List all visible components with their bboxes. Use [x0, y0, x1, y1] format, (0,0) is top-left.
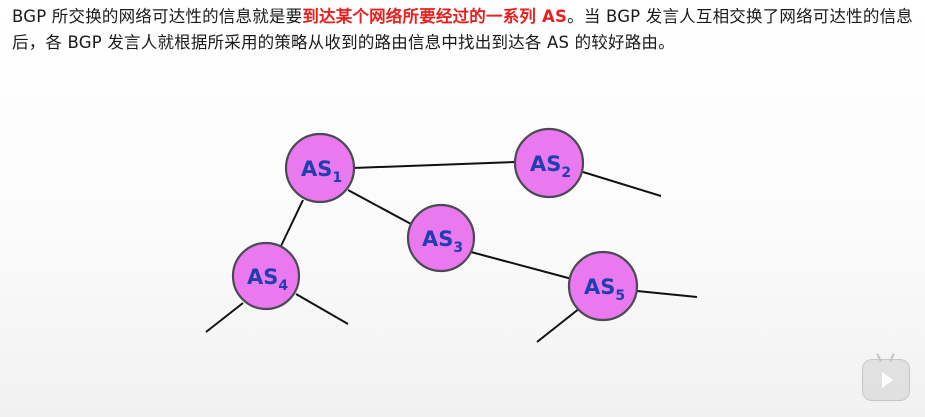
stub-lines	[205, 171, 698, 343]
link-as3-as5	[470, 251, 573, 280]
node-as3: AS3	[406, 203, 476, 273]
stub-as5-left	[536, 307, 581, 343]
stub-as5-right	[636, 290, 698, 298]
node-as1: AS1	[284, 132, 356, 204]
node-as1-circle	[284, 132, 356, 204]
node-as3-circle	[406, 203, 476, 273]
node-as2-label: AS2	[530, 152, 571, 181]
node-as5-circle	[567, 250, 639, 322]
stub-as4-right	[295, 293, 349, 325]
stub-as4-left	[205, 302, 244, 333]
play-triangle-icon	[882, 372, 893, 388]
intro-highlight: 到达某个网络所要经过的一系列 AS	[302, 7, 568, 26]
bilibili-play-icon[interactable]	[862, 359, 910, 401]
intro-text-2: 。当 BGP 发言人互相交换了网络可达性的信息后，各 BGP 发言人就根据所采用…	[12, 7, 913, 52]
node-as4-label: AS4	[247, 265, 288, 294]
node-as4-circle	[231, 241, 301, 311]
node-as2-circle	[513, 127, 585, 199]
node-as4: AS4	[231, 241, 301, 311]
node-as3-label: AS3	[422, 227, 463, 256]
link-as1-as4	[280, 199, 304, 247]
intro-text-1: BGP 所交换的网络可达性的信息就是要	[12, 7, 303, 26]
intro-paragraph: BGP 所交换的网络可达性的信息就是要到达某个网络所要经过的一系列 AS。当 B…	[12, 4, 917, 56]
stub-as2-right	[582, 171, 662, 197]
node-as1-label: AS1	[301, 157, 342, 186]
link-lines	[280, 161, 573, 280]
node-as2: AS2	[513, 127, 585, 199]
node-as5-label: AS5	[584, 275, 625, 304]
node-as5: AS5	[567, 250, 639, 322]
link-as1-as3	[347, 189, 412, 225]
link-as1-as2	[352, 161, 517, 169]
